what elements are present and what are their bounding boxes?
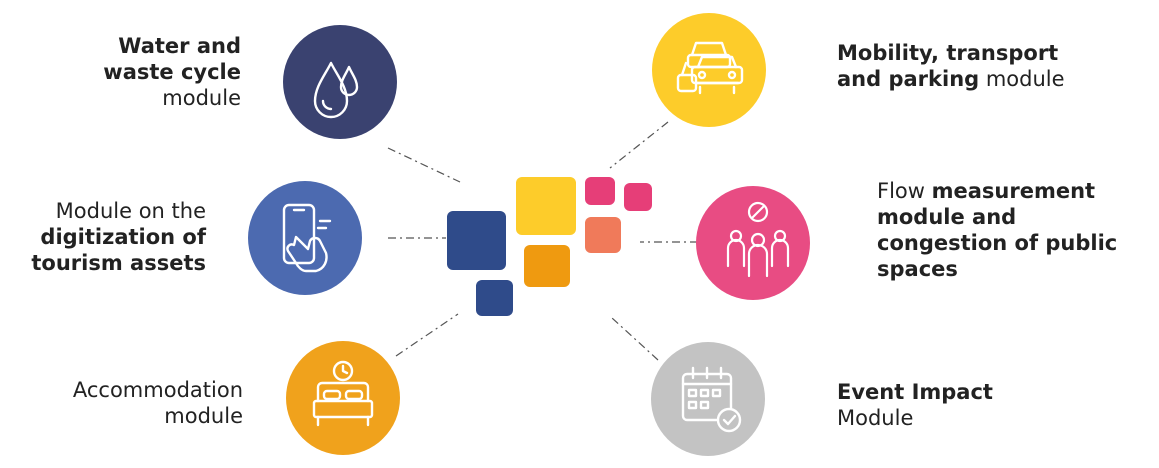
accommodation-module-circle [286,341,400,455]
mobility-module-circle [652,13,766,127]
label-text-run: waste cycle [103,60,241,84]
connector-water [387,147,461,183]
phone-touch-icon [282,203,332,273]
label-line: module and [877,204,1117,230]
label-text-run: module [979,67,1065,91]
label-line: and parking module [837,66,1065,92]
label-text-run: and parking [837,67,980,91]
bed-clock-icon [312,360,374,427]
label-text-run: Module on the [55,199,206,223]
logo-tile-navy-small [476,280,513,316]
label-text-run: Flow [877,179,932,203]
logo-tile-pink-right [624,183,652,211]
label-text-run: Water and [118,34,241,58]
logo-tile-orange [524,245,570,287]
label-line: congestion of public [877,230,1117,256]
label-line: waste cycle [103,59,241,85]
label-line: Flow measurement [877,178,1117,204]
label-text-run: Mobility, transport [837,41,1059,65]
label-line: Event Impact [837,379,993,405]
label-text-run: tourism assets [31,251,206,275]
calendar-check-icon [681,366,742,433]
water-module-circle [283,25,397,139]
crowd-no-entry-icon [726,201,790,278]
label-line: digitization of [31,224,206,250]
water-drops-icon [313,61,359,119]
label-line: tourism assets [31,250,206,276]
label-line: Module [837,405,993,431]
label-text-run: spaces [877,257,958,281]
label-text-run: congestion of public [877,231,1118,255]
logo-tile-navy-large [447,211,506,270]
connector-accommodation [395,313,459,357]
label-line: Water and [103,33,241,59]
event-module-circle [651,342,765,456]
label-line: Mobility, transport [837,40,1065,66]
label-text-run: measurement [931,179,1096,203]
label-line: spaces [877,256,1117,282]
label-line: Accommodation [73,377,243,403]
logo-tile-pink-small [585,177,615,205]
logo-tile-coral [585,217,621,253]
label-text-run: Event Impact [837,380,993,404]
tourism-module-circle [248,181,362,295]
label-line: module [73,403,243,429]
flow-module-circle [696,186,810,300]
label-text-run: module [164,404,243,428]
label-text-run: module [162,86,241,110]
label-text-run: digitization of [40,225,206,249]
label-line: Module on the [31,198,206,224]
label-text-run: Module [837,406,914,430]
label-text-run: Accommodation [72,378,243,402]
cars-icon [676,41,744,95]
label-line: module [103,85,241,111]
connector-event [611,317,659,361]
connector-mobility [609,121,669,169]
label-text-run: module and [877,205,1017,229]
logo-tile-yellow [516,177,576,235]
